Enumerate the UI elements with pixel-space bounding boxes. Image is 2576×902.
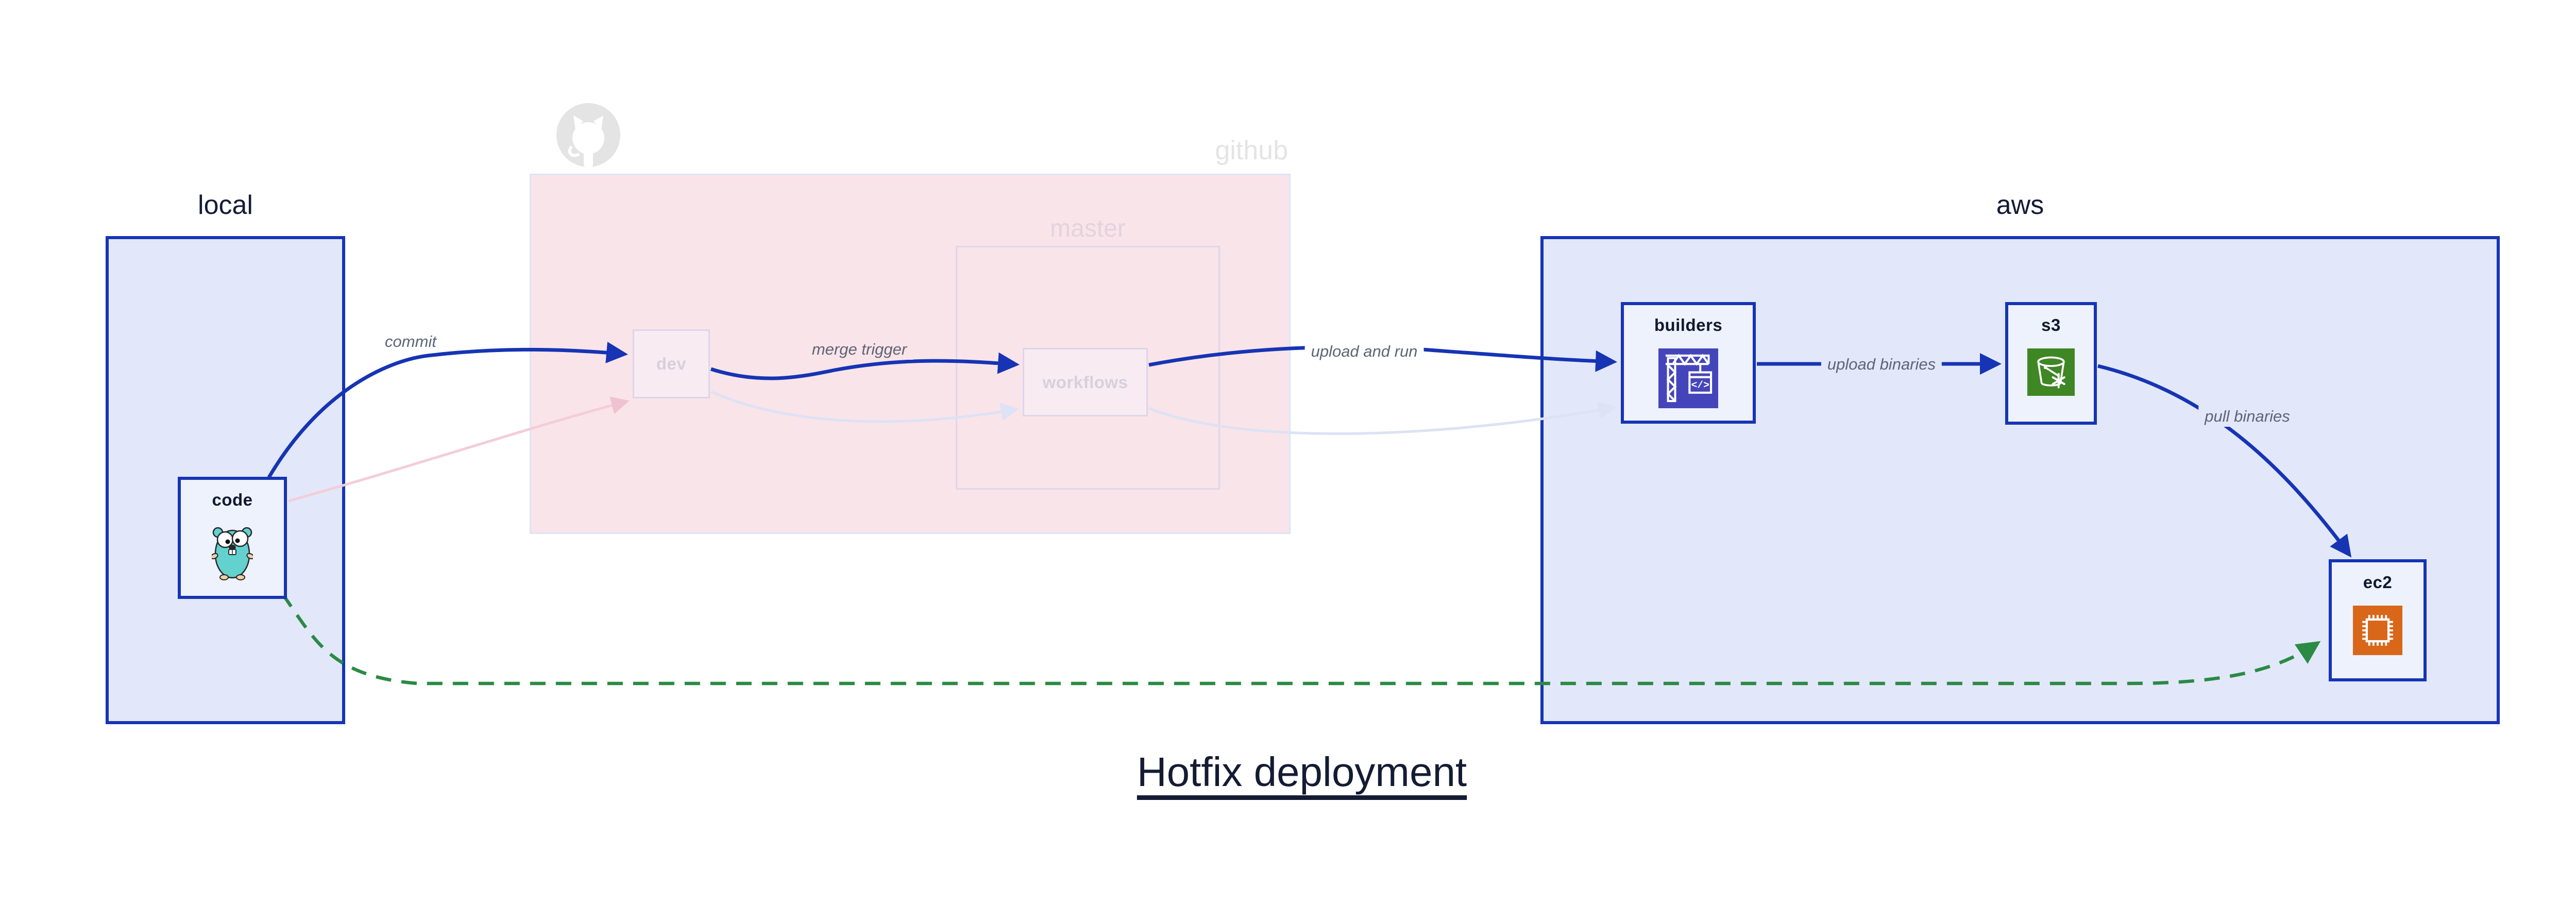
edge-workflows-to-builders-faded [1148,401,1617,435]
local-group-label: local [198,190,253,220]
ec2-chip-icon [2353,606,2402,655]
node-ec2: ec2 [2329,559,2427,681]
edge-label-merge-trigger: merge trigger [805,339,913,360]
aws-group-label: aws [1996,190,2044,220]
edge-commit [267,342,628,478]
node-code: code [178,477,287,599]
node-builders: builders </> [1621,302,1756,424]
edge-code-to-dev-faded [288,396,630,503]
edge-dev-to-workflows-faded [710,390,1019,423]
diagram-title: Hotfix deployment [1137,749,1467,795]
node-workflows-label: workflows [1042,372,1128,392]
node-s3-label: s3 [2041,315,2061,335]
edge-label-commit: commit [379,331,443,352]
node-code-label: code [212,490,253,509]
node-dev-label: dev [656,354,687,373]
github-octocat-icon [556,103,620,168]
edge-merge-trigger [710,352,1020,380]
node-builders-label: builders [1654,315,1723,335]
edge-label-upload-and-run: upload and run [1304,341,1424,362]
github-group-label: github [1215,136,1288,165]
go-gopher-icon [212,527,253,580]
edge-hotfix-dashed [281,593,2321,686]
edge-label-upload-binaries: upload binaries [1821,354,1942,375]
codebuild-crane-icon: </> [1658,348,1718,408]
master-group-label: master [1050,215,1126,242]
node-ec2-label: ec2 [2363,573,2393,592]
master-group [956,246,1220,490]
node-workflows: workflows [1023,348,1148,416]
node-dev: dev [633,329,710,398]
codebuild-icon-glyph: </> [1691,380,1709,391]
node-s3: s3 [2005,302,2097,425]
edge-label-pull-binaries: pull binaries [2198,406,2296,427]
s3-bucket-icon [2027,348,2075,396]
edge-pull-binaries [2097,364,2352,558]
